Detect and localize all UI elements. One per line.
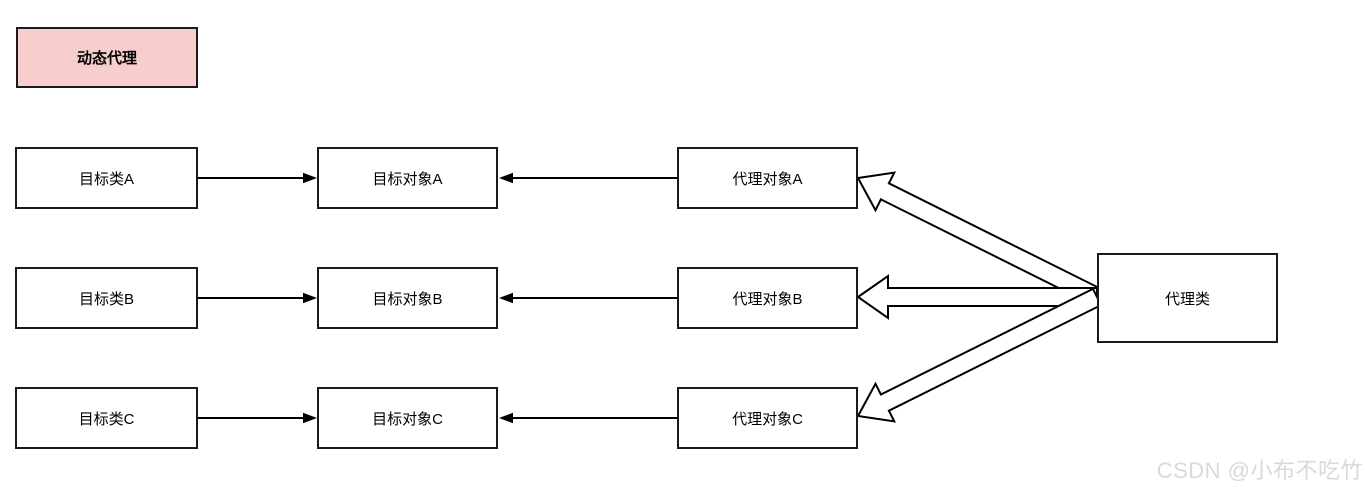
node-target-object-a: 目标对象A xyxy=(317,147,498,209)
node-proxy-object-a: 代理对象A xyxy=(677,147,858,209)
arrow-proxyobjectA-to-targetobjectA xyxy=(499,172,677,184)
block-arrow-proxyclass-to-proxyobjectC xyxy=(856,287,1103,423)
title-box-dynamic-proxy: 动态代理 xyxy=(16,27,198,88)
block-arrow-proxyclass-to-proxyobjectB xyxy=(856,274,1098,320)
arrow-targetclassA-to-targetobjectA xyxy=(198,172,317,184)
node-target-class-c: 目标类C xyxy=(15,387,198,449)
node-target-class-b: 目标类B xyxy=(15,267,198,329)
block-arrow-proxyclass-to-proxyobjectA xyxy=(856,171,1103,307)
node-proxy-object-b: 代理对象B xyxy=(677,267,858,329)
arrow-targetclassC-to-targetobjectC xyxy=(198,412,317,424)
node-target-class-a: 目标类A xyxy=(15,147,198,209)
arrow-proxyobjectC-to-targetobjectC xyxy=(499,412,677,424)
node-proxy-object-c: 代理对象C xyxy=(677,387,858,449)
node-proxy-class: 代理类 xyxy=(1097,253,1278,343)
arrow-targetclassB-to-targetobjectB xyxy=(198,292,317,304)
node-target-object-c: 目标对象C xyxy=(317,387,498,449)
arrow-proxyobjectB-to-targetobjectB xyxy=(499,292,677,304)
node-target-object-b: 目标对象B xyxy=(317,267,498,329)
watermark: CSDN @小布不吃竹 xyxy=(1156,458,1363,483)
